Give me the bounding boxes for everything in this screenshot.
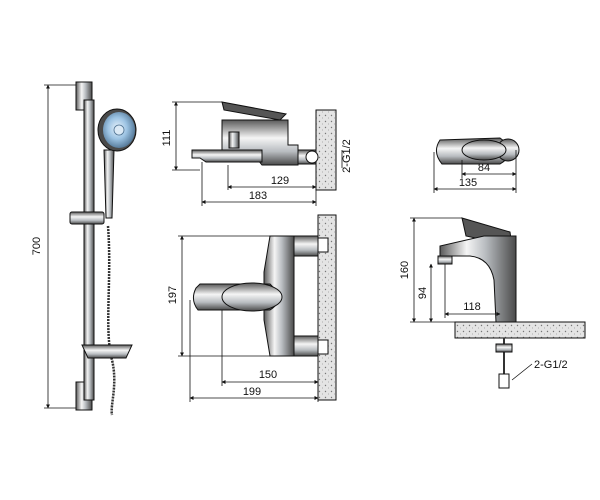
hose-fitting — [498, 373, 510, 389]
lower-connector — [293, 335, 319, 357]
lower-nut — [317, 339, 329, 355]
length-label-199: 199 — [243, 386, 261, 398]
thread-leader — [511, 363, 533, 381]
spray-center — [113, 124, 125, 136]
length-label-84: 84 — [478, 162, 490, 174]
mixer-spout — [191, 149, 263, 163]
length-label-150: 150 — [259, 369, 277, 381]
lever-grip — [221, 282, 283, 312]
height-label-197: 197 — [167, 286, 179, 304]
length-label-183: 183 — [249, 190, 267, 202]
length-label-118: 118 — [463, 301, 481, 313]
basin-mixer-side-view: 160 94 118 2-G1/2 — [399, 217, 586, 389]
height-label-111: 111 — [161, 130, 173, 147]
bath-mixer-side-view: 111 2-G1/2 129 183 — [161, 101, 353, 206]
upper-connector — [293, 235, 319, 257]
basin-body — [439, 235, 517, 323]
basin-spout-tip — [437, 255, 453, 265]
mixer-lever — [221, 101, 288, 121]
countertop-section — [454, 321, 586, 339]
thread-label-basin: 2-G1/2 — [534, 359, 568, 371]
bath-mixer-top-view: 197 150 199 — [167, 214, 337, 402]
length-label-129: 129 — [271, 175, 289, 187]
diverter-knob — [228, 131, 240, 149]
shower-hose — [106, 225, 116, 416]
height-label-94: 94 — [417, 287, 429, 299]
soap-dish — [81, 344, 133, 359]
basin-lever-grip — [461, 139, 507, 161]
shower-set: 700 — [31, 81, 137, 416]
connector-nut — [305, 150, 319, 164]
mounting-nut — [495, 343, 513, 353]
height-label-700: 700 — [31, 237, 43, 255]
upper-nut — [317, 237, 329, 253]
slide-rail — [83, 99, 95, 401]
basin-mixer-top-view: 84 135 — [433, 137, 520, 193]
hand-shower-handle — [103, 149, 115, 219]
height-label-160: 160 — [399, 261, 411, 279]
wall-section — [315, 109, 337, 191]
slider-holder — [69, 211, 105, 225]
thread-label-side: 2-G1/2 — [341, 139, 353, 173]
length-label-135: 135 — [459, 177, 477, 189]
